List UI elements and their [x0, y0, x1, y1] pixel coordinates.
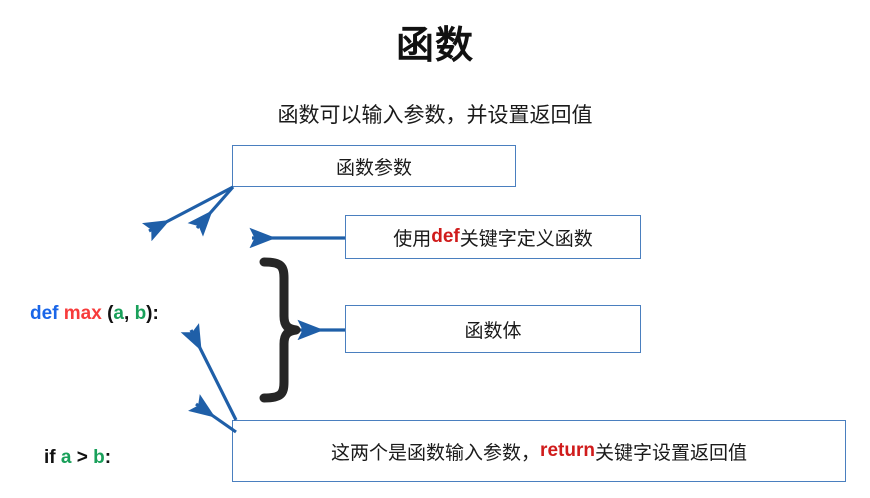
token-open-paren: ( — [101, 303, 114, 324]
token-var-a: a — [60, 447, 72, 468]
callout-label-function-body: 函数体 — [464, 320, 522, 342]
token-function-name: max — [63, 303, 102, 324]
token-keyword-if: if — [44, 447, 61, 468]
arrow-to-param-b — [187, 185, 235, 237]
code-line-def: def max (a, b): — [30, 296, 159, 332]
code-block: def max (a, b): if a > b: return a else:… — [30, 224, 159, 498]
callout-return-prefix: 这两个是函数输入参数， — [331, 442, 541, 464]
callout-box-def-keyword[interactable]: 使用 def 关键字定义函数 — [345, 215, 641, 259]
callout-label-parameters: 函数参数 — [335, 157, 412, 179]
callout-return-suffix: 关键字设置返回值 — [594, 442, 747, 464]
arrow-to-return-a — [180, 323, 238, 421]
callout-def-emphasis: def — [431, 226, 460, 247]
subtitle-text: 函数可以输入参数，并设置返回值 — [277, 104, 593, 127]
callout-box-parameters[interactable]: 函数参数 — [232, 145, 516, 187]
token-param-a: a — [113, 303, 124, 324]
callout-return-emphasis: return — [540, 440, 595, 461]
token-var-b: b — [93, 447, 105, 468]
function-body-brace — [259, 257, 301, 403]
token-close-paren-colon: ): — [146, 303, 159, 324]
token-param-b: b — [134, 303, 147, 324]
token-comma: , — [124, 303, 135, 324]
arrow-to-return-b — [188, 394, 237, 434]
code-line-if: if a > b: — [30, 440, 159, 476]
page-title: 函数 — [395, 25, 474, 67]
callout-def-suffix: 关键字定义函数 — [459, 228, 593, 250]
callout-box-return-keyword[interactable]: 这两个是函数输入参数，return 关键字设置返回值 — [232, 420, 846, 482]
callout-box-function-body[interactable]: 函数体 — [345, 305, 641, 353]
token-keyword-def: def — [30, 303, 59, 324]
arrow-to-param-a — [141, 185, 234, 242]
callout-def-prefix: 使用 — [393, 228, 432, 250]
token-operator-gt: > — [71, 447, 94, 468]
token-colon: : — [104, 447, 112, 468]
